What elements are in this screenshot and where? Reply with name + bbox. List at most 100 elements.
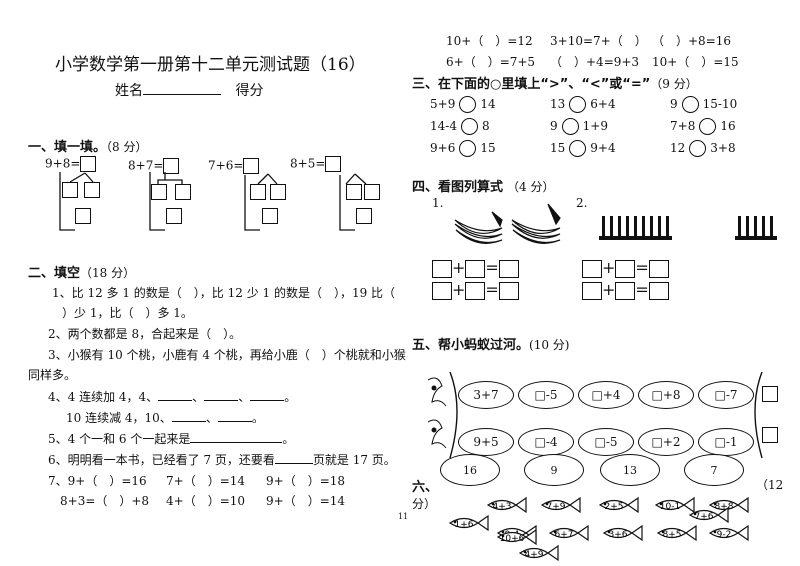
- fish-card[interactable]: 8+8: [704, 496, 750, 517]
- svg-text:7+9: 7+9: [547, 502, 566, 512]
- fish-card[interactable]: 9-2: [704, 524, 750, 545]
- stone-oval[interactable]: □-5: [518, 381, 574, 409]
- stone-oval[interactable]: □-1: [698, 428, 754, 456]
- fish-card[interactable]: 4+9: [514, 544, 560, 565]
- score-label: 得分: [235, 83, 264, 99]
- section6-points-a: （12: [756, 478, 784, 492]
- question-2-5: 5、4 个一和 6 个一起来是。: [48, 432, 295, 446]
- fish-pot[interactable]: 16: [440, 454, 500, 486]
- answer-box[interactable]: [270, 184, 286, 200]
- question-2-2: 2、两个数都是 8，合起来是（ ）。: [48, 327, 242, 341]
- svg-text:6+7: 6+7: [555, 530, 574, 540]
- number-bond-lines: [59, 172, 367, 231]
- compare-circle[interactable]: [459, 140, 477, 157]
- svg-text:4+3: 4+3: [493, 502, 512, 512]
- compare-circle[interactable]: [699, 118, 717, 135]
- answer-box[interactable]: [243, 158, 260, 174]
- section2-heading: 二、填空（18 分）: [28, 266, 136, 281]
- page-number: 11: [398, 512, 409, 521]
- svg-text:8+8: 8+8: [715, 502, 734, 512]
- stone-oval[interactable]: 3+7: [458, 381, 514, 409]
- fish-card[interactable]: 10-1: [650, 496, 696, 517]
- fish-pot[interactable]: 9: [524, 454, 584, 486]
- answer-box[interactable]: [356, 208, 372, 224]
- fish-card[interactable]: 2+5: [594, 496, 640, 517]
- fish-card[interactable]: 7+9: [536, 496, 582, 517]
- question-2-1a: 1、比 12 多 1 的数是（ ），比 12 少 1 的数是（ ），19 比（: [52, 286, 396, 300]
- fish-card[interactable]: 1+6: [444, 514, 490, 535]
- fish-pot[interactable]: 7: [684, 454, 744, 486]
- stone-oval[interactable]: □+4: [578, 381, 634, 409]
- equation-row: +=: [432, 280, 519, 300]
- stone-oval[interactable]: 9+5: [458, 428, 514, 456]
- fish-card[interactable]: 4+3: [482, 496, 528, 517]
- answer-box[interactable]: [175, 184, 191, 200]
- svg-text:10+6: 10+6: [500, 534, 525, 544]
- question-2-3a: 3、小猴有 10 个桃，小鹿有 4 个桃，再给小鹿（ ）个桃就和小猴: [48, 348, 406, 362]
- compare-circle[interactable]: [681, 96, 699, 113]
- answer-box[interactable]: [364, 184, 380, 200]
- banana-bunches-icon: [454, 203, 561, 244]
- bond-label: 9+8=: [45, 156, 81, 171]
- fish-card[interactable]: 10+6: [492, 528, 538, 549]
- bond-3: 7+6=: [208, 158, 260, 174]
- answer-box[interactable]: [762, 427, 778, 443]
- picture-label-2: 2.: [576, 196, 588, 210]
- answer-box[interactable]: [163, 158, 180, 174]
- compare-circle[interactable]: [689, 140, 707, 157]
- equation-row: +=: [582, 280, 669, 300]
- question-2-4b: 10 连续减 4，10、、。: [66, 411, 264, 425]
- compare-circle[interactable]: [460, 118, 478, 135]
- fish-card[interactable]: 7+6: [684, 506, 730, 527]
- answer-box[interactable]: [151, 184, 167, 200]
- stone-oval[interactable]: □+2: [638, 428, 694, 456]
- candles-icon: [599, 216, 777, 240]
- svg-text:4+9: 4+9: [525, 550, 544, 560]
- answer-box[interactable]: [84, 182, 100, 198]
- section3-heading: 三、在下面的○里填上“>”、“<”或“=”（9 分）: [412, 77, 698, 92]
- bond-label: 8+7=: [128, 158, 164, 173]
- question-2-6: 6、明明看一本书，已经看了 7 页，还要看页就是 17 页。: [48, 453, 396, 467]
- compare-circle[interactable]: [569, 140, 587, 157]
- question-2-4a: 4、4 连续加 4，4、、、。: [48, 390, 297, 404]
- stone-oval[interactable]: □-4: [518, 428, 574, 456]
- name-label: 姓名: [115, 83, 143, 99]
- fish-card[interactable]: 3+6: [598, 524, 644, 545]
- svg-text:8+5: 8+5: [663, 530, 682, 540]
- compare-circle[interactable]: [569, 96, 587, 113]
- answer-box[interactable]: [262, 208, 278, 224]
- section4-heading: 四、看图列算式（4 分）: [412, 180, 555, 195]
- bond-label: 7+6=: [208, 158, 244, 173]
- answer-box[interactable]: [762, 386, 778, 402]
- answer-box[interactable]: [346, 184, 362, 200]
- top-right-row1: 10+（ ）=12 3+10=7+（ ） （ ）+8=16: [446, 34, 732, 48]
- stone-oval[interactable]: □-7: [698, 381, 754, 409]
- compare-circle[interactable]: [459, 96, 477, 113]
- bond-2: 8+7=: [128, 158, 180, 174]
- name-blank[interactable]: [143, 80, 221, 95]
- stone-oval[interactable]: □-5: [578, 428, 634, 456]
- question-2-1b: ）少 1，比（ ）多 1。: [62, 306, 193, 320]
- svg-text:2+5: 2+5: [605, 502, 624, 512]
- answer-box[interactable]: [166, 208, 182, 224]
- answer-box[interactable]: [250, 184, 266, 200]
- fish-card[interactable]: 8+5: [652, 524, 698, 545]
- stone-oval[interactable]: □+8: [638, 381, 694, 409]
- name-line: 姓名 得分: [115, 80, 263, 100]
- svg-text:7+6: 7+6: [695, 512, 714, 522]
- bond-1: 9+8=: [45, 156, 97, 172]
- answer-box[interactable]: [75, 208, 91, 224]
- answer-box[interactable]: [325, 156, 342, 172]
- equation-row: +=: [432, 258, 519, 278]
- section1-heading: 一、填一填。（8 分）: [28, 140, 148, 155]
- svg-text:1+6: 1+6: [455, 520, 474, 530]
- fish-pot[interactable]: 13: [600, 454, 660, 486]
- answer-box[interactable]: [80, 156, 97, 172]
- fish-card[interactable]: 6+7: [544, 524, 590, 545]
- top-right-row2: 6+（ ）=7+5 （ ）+4=9+3 10+（ ）=15: [446, 55, 739, 69]
- answer-box[interactable]: [62, 182, 78, 198]
- section6-points-b: 分）: [412, 497, 437, 511]
- compare-circle[interactable]: [561, 118, 579, 135]
- bond-4: 8+5=: [290, 156, 342, 172]
- svg-text:9-2: 9-2: [717, 530, 732, 540]
